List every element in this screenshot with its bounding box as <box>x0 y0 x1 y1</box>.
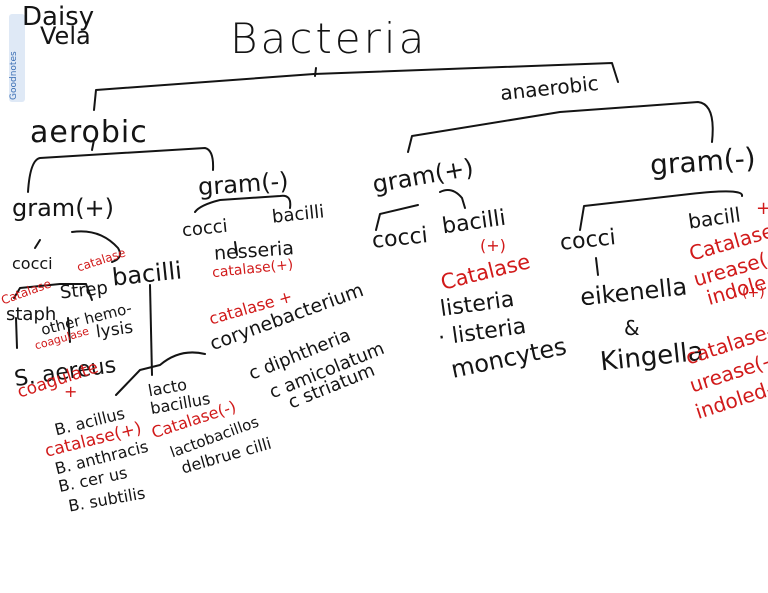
label-aerobic-gram-neg: gram(-) <box>197 166 290 202</box>
label-ampersand: & <box>624 316 640 340</box>
label-aerobic: aerobic <box>30 115 148 150</box>
author-last-name: Vela <box>40 22 91 50</box>
connector-anaerobic <box>407 101 714 153</box>
label-anaerobic-pos-cocci: cocci <box>370 223 429 254</box>
connector-an-pos-b <box>439 189 466 209</box>
label-aerobic-pos-bacilli: bacilli <box>110 256 184 292</box>
connector-pos-cocci <box>34 239 41 249</box>
connector-staph-down <box>15 317 18 349</box>
label-aerobic-pos-cocci: cocci <box>12 254 53 273</box>
author-first-name: Daisy <box>22 2 95 32</box>
connector-aerobic-stem <box>91 139 95 151</box>
connector-pos-bacilli <box>71 230 121 263</box>
label-aerobic-neg-cocci: cocci <box>180 215 229 242</box>
label-aerobic-gram-pos: gram(+) <box>12 194 115 222</box>
note-coagulate-plus: + <box>64 382 78 401</box>
goodnotes-badge <box>9 14 25 102</box>
connector-eikenella <box>595 257 599 276</box>
title-bacteria: Bacteria <box>230 14 428 63</box>
label-strep: Strep <box>58 277 109 304</box>
note-bacill-plus-mid: (+) <box>742 285 765 301</box>
connector-bacilli-trunk <box>149 284 153 376</box>
connector-neg <box>194 194 292 213</box>
connector-staph-strep <box>13 283 93 301</box>
connector-an-neg <box>579 190 743 231</box>
label-anaerobic-gram-neg: gram(-) <box>648 141 757 182</box>
connector-an-pos <box>375 204 419 231</box>
connector-nesseria <box>234 241 238 256</box>
note-bacill-plus: + <box>756 198 768 219</box>
connector-root <box>93 62 619 111</box>
label-anaerobic-neg-cocci: cocci <box>558 225 617 256</box>
connector-strep-down <box>67 317 71 343</box>
connector-root-tick <box>314 67 317 77</box>
connector-bacilli-split <box>115 351 206 396</box>
note-listeria-plus: (+) <box>480 236 506 255</box>
label-staph: staph <box>6 304 57 325</box>
connector-aerobic <box>27 147 215 193</box>
